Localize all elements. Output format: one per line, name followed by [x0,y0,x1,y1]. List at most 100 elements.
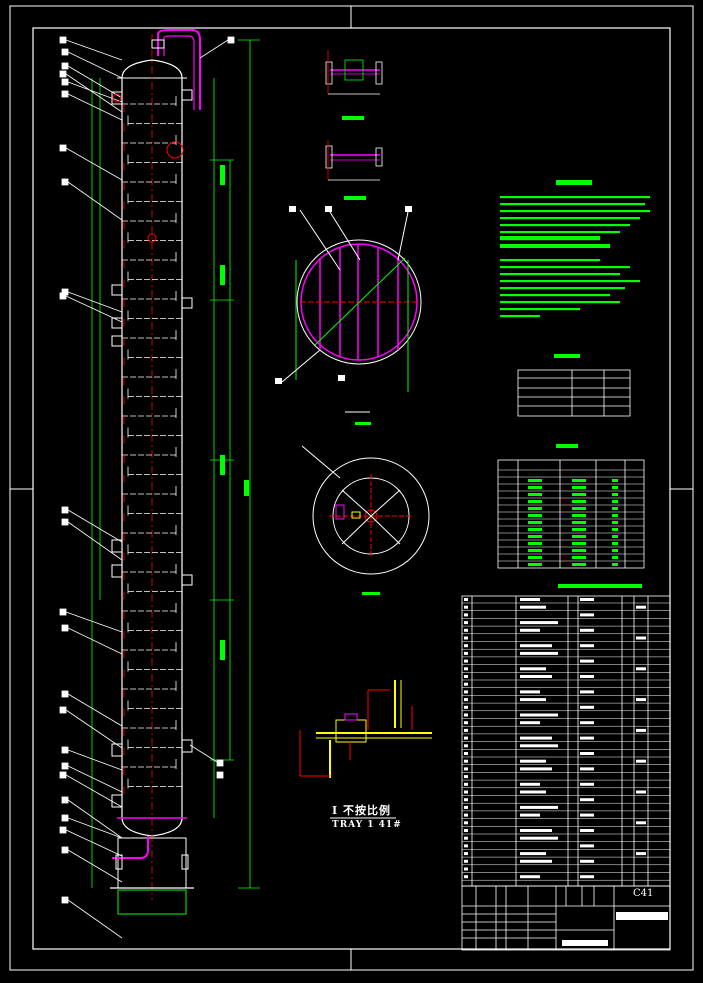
nozzle-tag [61,78,69,86]
parts-list-cell [636,605,646,609]
parts-list-cell [580,721,594,725]
nozzle-table-cell [528,542,542,545]
parts-list-cell [464,782,468,786]
nozzle-tag [59,70,67,78]
nozzle-table-cell [572,500,586,503]
nozzle-tag [61,518,69,526]
nozzle-leaders [59,36,235,939]
nozzle-leader-line [65,709,123,749]
nozzle-leader-line [67,521,123,561]
parts-list-cell [520,767,552,771]
nozzle-tag [59,706,67,714]
parts-list-cell [464,613,468,617]
parts-list-cell [464,805,468,809]
parts-list-cell [520,790,546,794]
tech-req-line [500,217,640,220]
parts-list-cell [464,798,468,802]
parts-list-cell [520,721,540,725]
tech-req-heading [556,180,592,185]
tech-req-line [500,224,630,227]
nozzle-table-cell [528,507,542,510]
parts-list-cell [464,728,468,732]
nozzle-table-cell [528,500,542,503]
parts-list-cell [464,736,468,740]
parts-list-cell [464,790,468,794]
parts-list-cell [464,821,468,825]
nozzle-table-cell [572,507,586,510]
parts-list-cell [580,659,594,663]
parts-list-cell [520,713,558,717]
nozzle-tag [61,746,69,754]
nozzle-leader-line [67,627,123,655]
nozzle-tag [61,896,69,904]
parts-list-cell [520,829,552,832]
parts-list-cell [464,675,468,678]
parts-list-cell [520,759,546,763]
tech-req-line [500,273,620,276]
nozzle-tag [61,62,69,70]
parts-list-cell [520,651,558,655]
parts-list-cell [464,752,468,755]
parts-list-cell [520,813,540,817]
tech-req-line [500,231,620,234]
nozzle-leader-line [67,693,123,727]
nozzle-table-cell [572,542,586,545]
nozzle-table-cell [528,486,542,489]
nozzle-orientation-caption [362,592,380,595]
nozzle-orientation-view [301,445,430,575]
parts-list-cell [520,859,552,863]
parts-list-cell [520,782,540,786]
parts-list-cell [520,644,552,648]
section-label [345,411,371,425]
parts-list-cell [464,813,468,817]
parts-list-cell [636,759,646,763]
parts-list-cell [520,805,558,809]
nozzle-table-cell [528,493,542,496]
nozzle-table-cell [528,479,542,482]
section-view-tags [275,206,412,384]
tech-req-line [500,259,600,262]
nozzle-tag [59,826,67,834]
parts-list-cell [580,736,594,740]
pipe-detail-mid [325,140,383,181]
nozzle-tag [61,506,69,514]
nozzle-leader-line [67,93,123,121]
pipe-detail-top [325,50,383,95]
parts-list-cell [520,628,540,632]
pipe-detail-mid-caption [344,196,366,200]
parts-list-cell [464,621,468,625]
parts-list-cell [580,859,594,863]
tech-req-line [500,294,610,297]
nozzle-leader-line [65,147,123,181]
nozzle-leader-line [67,849,123,883]
parts-list-cell [464,682,468,686]
design-data-table [517,354,631,417]
nozzle-table-cell [612,507,618,510]
nozzle-table-cell [612,563,618,566]
parts-list-cell [520,836,558,840]
nozzle-tag [59,292,67,300]
nozzle-table-cell [572,493,586,496]
nozzle-table-cell [612,486,618,489]
parts-list-cell [520,736,552,740]
nozzle-table-cell [528,535,542,538]
tray-detail-I [299,680,432,778]
parts-list-cell [580,782,594,786]
parts-list-cell [580,875,594,879]
parts-list-cell [580,598,594,601]
parts-list-cell [636,790,646,794]
nozzle-leader-line [65,774,123,808]
tower-dim-texts [220,165,249,660]
nozzle-leader-line [67,749,123,771]
nozzle-leader-line [65,829,123,857]
centering-marks [10,6,693,970]
parts-list-cell [520,698,546,702]
nozzle-table-cell [612,479,618,482]
parts-list-cell [520,598,540,601]
parts-list-cell [464,713,468,717]
tech-req-line [500,266,630,269]
tech-req-line [500,196,650,199]
nozzle-leader-line [189,744,218,763]
detail-I-title: I 不按比例 [332,804,391,817]
